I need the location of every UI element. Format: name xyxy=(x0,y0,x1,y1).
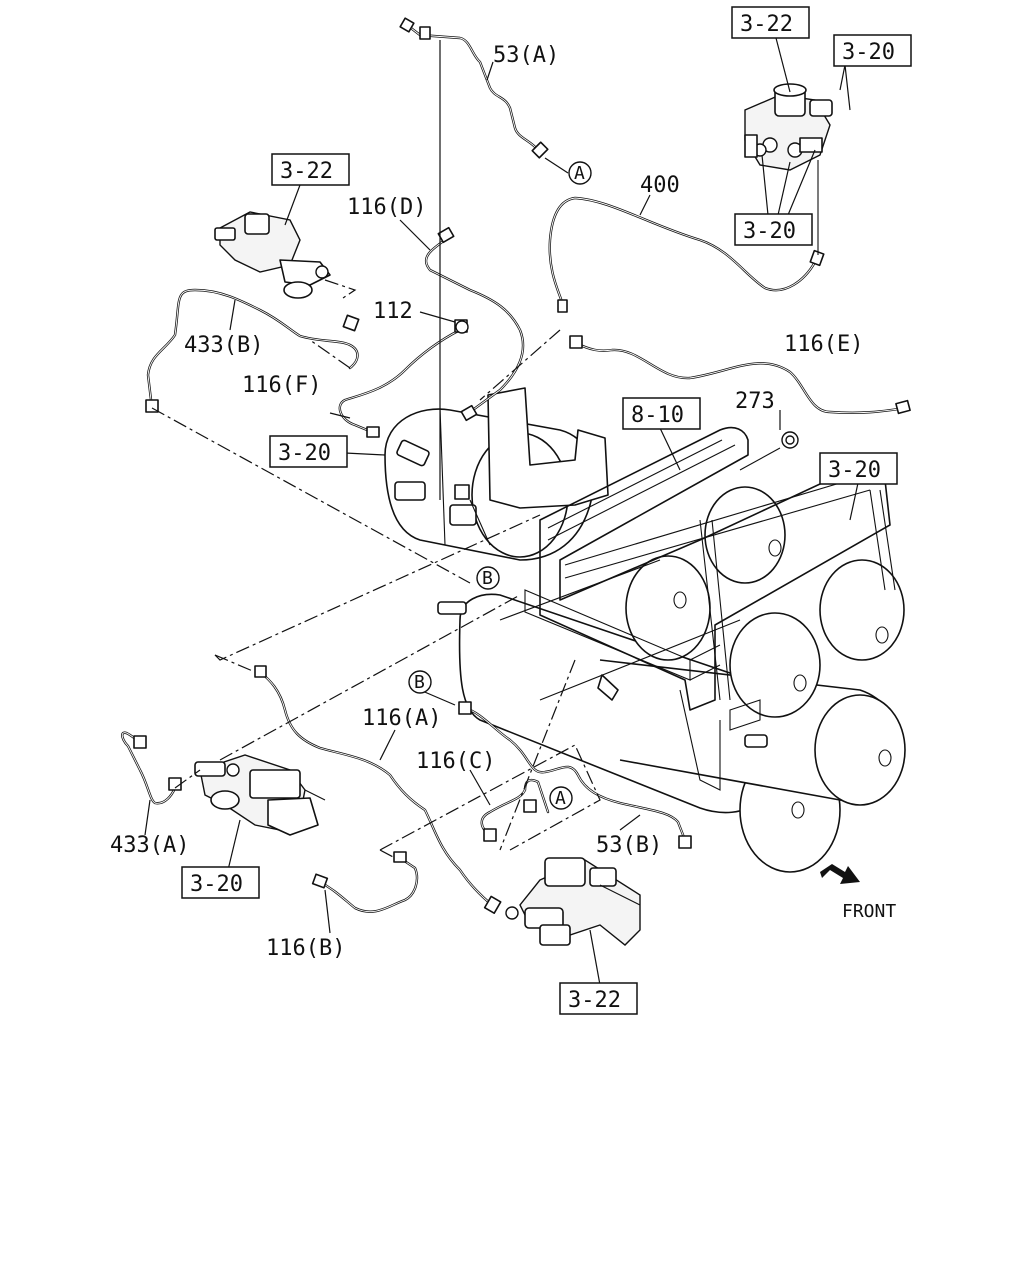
ref-box-top-3-22: 3-22 xyxy=(731,6,810,39)
svg-text:3-22: 3-22 xyxy=(740,12,793,37)
svg-text:3-20: 3-20 xyxy=(190,872,243,897)
label-53a: 53(A) xyxy=(493,43,559,68)
svg-text:B: B xyxy=(482,568,493,589)
label-116f: 116(F) xyxy=(242,373,321,398)
part-labels: 53(A) 400 116(D) 112 433(B) 116(E) 116(F… xyxy=(110,43,896,961)
front-arrow-icon xyxy=(820,864,860,884)
svg-text:3-20: 3-20 xyxy=(842,40,895,65)
ref-box-mid-3-20: 3-20 xyxy=(269,435,348,468)
leader-lines xyxy=(144,37,859,986)
marker-b-mid: B xyxy=(476,566,500,590)
valve-bottom-center xyxy=(505,857,641,946)
svg-text:A: A xyxy=(574,163,585,184)
valve-bottom-left xyxy=(194,754,326,836)
valve-top-right xyxy=(744,83,833,255)
ref-box-top-3-20: 3-20 xyxy=(833,34,912,67)
svg-text:A: A xyxy=(555,788,566,809)
fitting-112 xyxy=(455,320,469,334)
ref-box-left-3-22: 3-22 xyxy=(271,153,350,186)
svg-text:3-20: 3-20 xyxy=(828,458,881,483)
label-116c: 116(C) xyxy=(416,749,495,774)
pipe-433a xyxy=(121,731,182,805)
marker-a-bottom: A xyxy=(549,786,573,810)
label-273: 273 xyxy=(735,389,775,414)
ref-box-bottom-3-22: 3-22 xyxy=(559,982,638,1015)
pipe-116a xyxy=(254,665,502,914)
label-front: FRONT xyxy=(842,901,896,922)
svg-text:B: B xyxy=(414,672,425,693)
svg-text:3-20: 3-20 xyxy=(743,219,796,244)
marker-a-top: A xyxy=(568,161,592,185)
label-112: 112 xyxy=(373,299,413,324)
elbow-fitting xyxy=(437,601,768,748)
svg-text:3-22: 3-22 xyxy=(568,988,621,1013)
label-433b: 433(B) xyxy=(184,333,263,358)
dash-dot-connection-lines xyxy=(151,329,601,859)
svg-text:8-10: 8-10 xyxy=(631,403,684,428)
circled-markers: A B B A xyxy=(408,161,592,810)
ref-box-right-3-20: 3-20 xyxy=(819,452,898,485)
pipe-433b xyxy=(145,288,360,413)
label-116d: 116(D) xyxy=(347,195,426,220)
pipe-116e xyxy=(569,335,911,415)
ref-box-8-10: 8-10 xyxy=(622,397,701,430)
valve-left-upper xyxy=(214,211,357,301)
valve-mid-left xyxy=(394,439,491,546)
reference-boxes: 3-22 3-20 3-20 3-22 3-20 8-10 3-20 3-20 xyxy=(181,6,912,1015)
marker-b-left: B xyxy=(408,670,432,694)
fitting-273 xyxy=(739,431,799,471)
pipe-116c xyxy=(480,778,550,842)
pipe-116d xyxy=(424,226,525,422)
svg-text:3-20: 3-20 xyxy=(278,441,331,466)
ref-box-bottom-left-3-20: 3-20 xyxy=(181,866,260,899)
label-116b: 116(B) xyxy=(266,936,345,961)
air-tank-assembly xyxy=(384,387,906,873)
svg-text:3-22: 3-22 xyxy=(280,159,333,184)
label-116e: 116(E) xyxy=(784,332,863,357)
label-433a: 433(A) xyxy=(110,833,189,858)
label-53b: 53(B) xyxy=(596,833,662,858)
ref-box-top-3-20-lower: 3-20 xyxy=(734,213,813,246)
pipe-53a xyxy=(399,17,549,159)
label-116a: 116(A) xyxy=(362,706,441,731)
pipe-53b xyxy=(458,701,692,849)
pipe-116b xyxy=(311,851,419,913)
pipe-400 xyxy=(548,196,825,313)
label-400: 400 xyxy=(640,173,680,198)
